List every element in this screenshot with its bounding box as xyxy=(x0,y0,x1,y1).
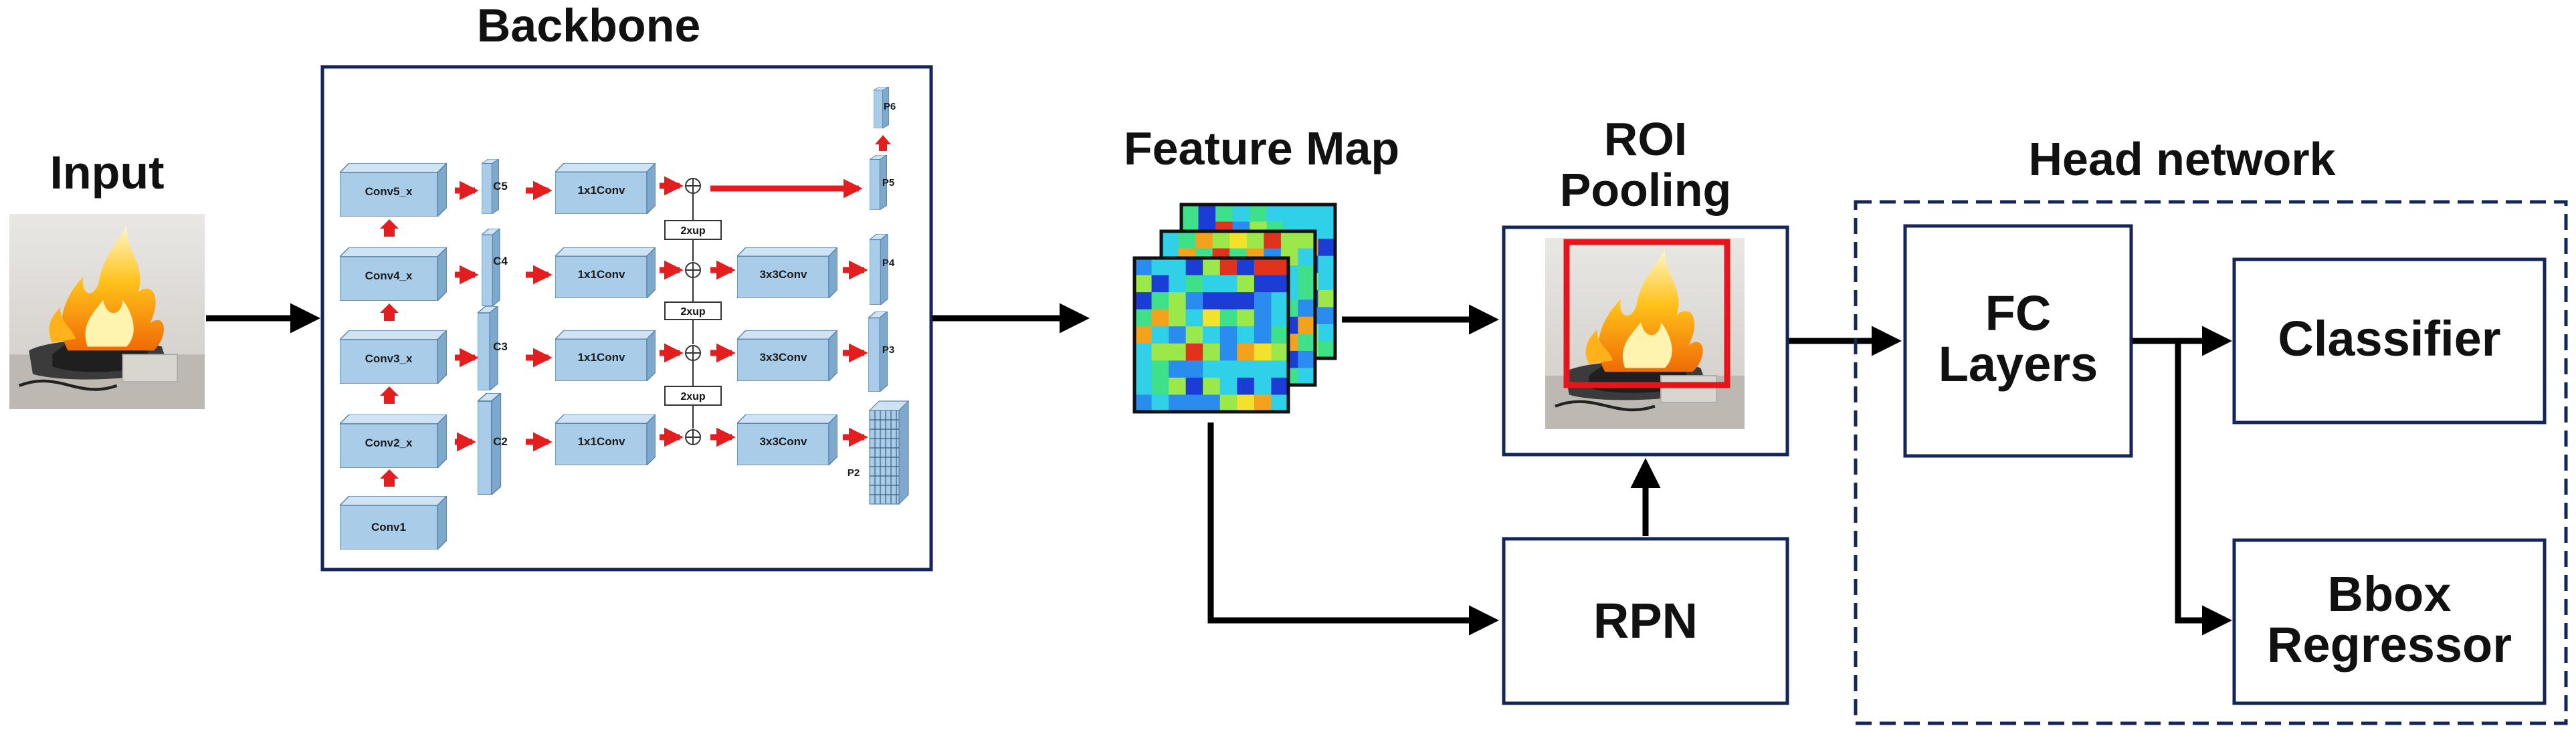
classifier-box xyxy=(2232,257,2547,424)
input-title: Input xyxy=(49,146,164,199)
c4-label: C4 xyxy=(493,255,508,267)
c5-label: C5 xyxy=(493,180,508,193)
smooth-conv-4: 3x3Conv xyxy=(737,247,837,298)
arrow-feature-map-to-rpn xyxy=(1207,422,1499,636)
lateral-conv-3-label: 1x1Conv xyxy=(578,351,625,364)
upsample-5: 2xup xyxy=(664,220,722,240)
stage-conv2: Conv2_x xyxy=(340,414,447,468)
lateral-conv-2-label: 1x1Conv xyxy=(578,435,625,448)
roi-bounding-box xyxy=(1563,239,1730,388)
p6-label: P6 xyxy=(884,101,896,112)
smooth-conv-2: 3x3Conv xyxy=(737,414,837,465)
roi-image xyxy=(1545,238,1745,429)
lateral-to-add-arrows xyxy=(660,176,684,447)
feature-map-stack xyxy=(1132,203,1337,414)
roi-title-line2: Pooling xyxy=(1560,164,1732,216)
classifier-label: Classifier xyxy=(2278,311,2500,366)
c3-slab: C3 xyxy=(478,306,508,390)
fc-label-line1: FC xyxy=(1985,285,2052,341)
smooth-conv-3: 3x3Conv xyxy=(737,330,837,381)
add-node-crosses xyxy=(686,178,700,445)
stage-conv2-label: Conv2_x xyxy=(365,437,413,449)
upsample-5-label: 2xup xyxy=(680,225,706,237)
smooth-to-p-arrows xyxy=(843,260,868,447)
backbone-box xyxy=(320,65,933,572)
p6-slab: P6 xyxy=(874,87,896,128)
p3-slab: P3 xyxy=(868,312,894,392)
bottom-up-arrows xyxy=(380,219,399,487)
p4-slab: P4 xyxy=(870,234,895,305)
smooth-conv-3-label: 3x3Conv xyxy=(760,351,807,364)
smooth-conv-4-label: 3x3Conv xyxy=(760,268,807,281)
fc-layers-box xyxy=(1903,224,2133,458)
c5-slab: C5 xyxy=(482,159,508,214)
bbox-regressor-box xyxy=(2232,538,2547,705)
c2-label: C2 xyxy=(493,435,508,448)
upsample-4-label: 2xup xyxy=(680,306,706,318)
upsample-4: 2xup xyxy=(664,301,722,320)
smooth-conv-2-label: 3x3Conv xyxy=(760,435,807,448)
bbox-label-line2: Regressor xyxy=(2267,617,2512,673)
p5-label: P5 xyxy=(882,177,894,189)
p3-label: P3 xyxy=(882,344,894,356)
stage-conv3: Conv3_x xyxy=(340,330,447,384)
lateral-conv-3: 1x1Conv xyxy=(555,330,656,381)
fc-label-line2: Layers xyxy=(1939,336,2098,392)
feature-map-title: Feature Map xyxy=(1124,122,1399,174)
lateral-conv-2: 1x1Conv xyxy=(555,414,656,465)
rpn-label: RPN xyxy=(1593,593,1698,648)
stage-conv1-label: Conv1 xyxy=(371,521,406,533)
upsample-3-label: 2xup xyxy=(680,391,706,402)
c4-slab: C4 xyxy=(482,229,508,306)
upsample-3: 2xup xyxy=(664,386,722,406)
p2-label: P2 xyxy=(848,467,860,479)
stage-conv5: Conv5_x xyxy=(340,163,447,217)
backbone-title: Backbone xyxy=(477,0,701,51)
head-title: Head network xyxy=(2029,133,2336,185)
stage-conv3-label: Conv3_x xyxy=(365,352,413,365)
lateral-conv-5-label: 1x1Conv xyxy=(578,184,625,197)
c-to-lateral-arrows xyxy=(526,180,553,452)
bbox-label-line1: Bbox xyxy=(2328,566,2452,622)
p5-slab: P5 xyxy=(870,155,894,210)
add-to-smooth-arrows xyxy=(710,260,736,447)
p4-label: P4 xyxy=(882,257,895,269)
c2-slab: C2 xyxy=(478,393,508,495)
stage-conv4-label: Conv4_x xyxy=(365,269,413,282)
arrow-fc-to-bbox xyxy=(2175,341,2232,636)
p5-to-p6-arrow xyxy=(875,135,891,151)
c3-label: C3 xyxy=(493,340,508,353)
p2-grid: P2 xyxy=(848,400,910,505)
roi-title-line1: ROI xyxy=(1604,113,1687,165)
lateral-conv-5: 1x1Conv xyxy=(555,163,656,214)
input-image xyxy=(9,214,205,409)
stage-conv1: Conv1 xyxy=(340,496,447,550)
stage-to-c-arrows xyxy=(455,180,479,452)
stage-conv4: Conv4_x xyxy=(340,247,447,301)
lateral-conv-4: 1x1Conv xyxy=(555,247,656,298)
lateral-conv-4-label: 1x1Conv xyxy=(578,268,625,281)
head-network-box xyxy=(1854,200,2568,725)
heatmap-layer xyxy=(1132,256,1290,414)
stage-conv5-label: Conv5_x xyxy=(365,185,413,198)
rpn-box xyxy=(1502,537,1789,705)
